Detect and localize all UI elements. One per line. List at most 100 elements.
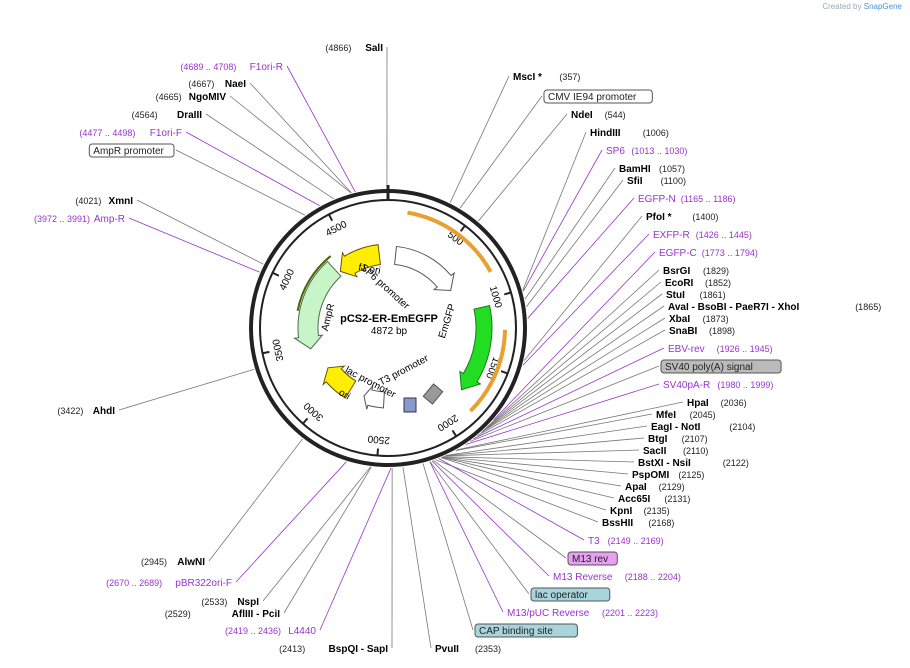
label-egfp-n: EGFP-N(1165 .. 1186) xyxy=(638,194,736,205)
label-pos: (4021) xyxy=(75,196,101,206)
sp6-promoter-arrow xyxy=(394,245,455,292)
leader-line xyxy=(446,425,648,456)
leader-line xyxy=(445,437,645,456)
label-pos: (4477 .. 4498) xyxy=(79,128,135,138)
credit-prefix: Created by xyxy=(822,2,862,11)
label-cap-binding-site: CAP binding site xyxy=(474,623,578,638)
label-text: CAP binding site xyxy=(479,626,553,637)
snapgene-logo: SnapGene xyxy=(863,2,902,11)
label-eagi-noti: EagI - NotI (2104) xyxy=(651,422,755,433)
label-name: pBR322ori-F xyxy=(175,578,232,589)
label-hpai: HpaI(2036) xyxy=(687,398,747,409)
label-bsshii: BssHII(2168) xyxy=(602,518,674,529)
label-pos: (2149 .. 2169) xyxy=(608,536,664,546)
label-name: HindIII xyxy=(590,128,621,139)
label-text: lac operator xyxy=(535,590,588,601)
label-lac-operator: lac operator xyxy=(530,587,611,602)
label-bspqi-sapi: BspQI - SapI(2413) xyxy=(279,644,388,655)
leader-line xyxy=(524,167,616,300)
leader-line xyxy=(483,281,662,431)
leader-lines xyxy=(118,46,684,649)
ruler-tick xyxy=(302,417,309,425)
ruler-label: 4000 xyxy=(278,267,298,292)
label-name: Amp-R xyxy=(94,214,125,225)
label-name: NspI xyxy=(237,597,259,608)
label-name: EagI - NotI xyxy=(651,422,701,433)
ruler-tick xyxy=(272,271,280,277)
label-name: EcoRI xyxy=(665,278,694,289)
label-ndei: NdeI(544) xyxy=(571,110,626,121)
label-pos: (2670 .. 2689) xyxy=(106,578,162,588)
label-pos: (2168) xyxy=(648,518,674,528)
label-btgi: BtgI(2107) xyxy=(648,434,708,445)
label-pspomi: PspOMI(2125) xyxy=(632,470,704,481)
label-pos: (2353) xyxy=(475,644,501,654)
label-name: ApaI xyxy=(625,482,647,493)
label-pos: (1829) xyxy=(703,266,729,276)
leader-line xyxy=(402,467,432,649)
label-name: BstXI - NsiI xyxy=(638,458,691,469)
label-pos: (544) xyxy=(605,110,626,120)
label-pos: (1100) xyxy=(661,176,686,186)
label-name: AlwNI xyxy=(177,557,205,568)
label-pos: (2107) xyxy=(682,434,708,444)
leader-line xyxy=(136,199,264,265)
leader-line xyxy=(438,458,585,541)
f1ori-arrow xyxy=(339,244,381,278)
site-labels: MscI *(357)CMV IE94 promoterNdeI(544)Hin… xyxy=(34,43,881,655)
label-pos: (2104) xyxy=(729,422,755,432)
label-name: AvaI - BsoBI - PaeR7I - XhoI xyxy=(668,302,800,313)
leader-line xyxy=(286,65,356,193)
ruler-label: 3000 xyxy=(302,399,326,422)
label-pos: (1865) xyxy=(855,302,881,312)
label-stui: StuI(1861) xyxy=(666,290,726,301)
label-pos: (1898) xyxy=(709,326,735,336)
label-pos: (4667) xyxy=(188,79,214,89)
label-l4440: L4440(2419 .. 2436) xyxy=(225,626,316,637)
leader-line xyxy=(459,95,543,209)
leader-line xyxy=(235,461,347,583)
label-box xyxy=(530,587,611,602)
label-name: AflIII - PciI xyxy=(232,609,281,620)
label-box xyxy=(543,89,653,104)
label-name: SfiI xyxy=(627,176,643,187)
leader-line xyxy=(465,383,660,445)
leader-line xyxy=(456,401,684,451)
label-pos: (2129) xyxy=(659,482,685,492)
leader-line xyxy=(442,456,629,475)
label-name: F1ori-F xyxy=(150,128,182,139)
label-hindiii: HindIII (1006) xyxy=(590,128,669,139)
label-name: BsrGI xyxy=(663,266,690,277)
leader-line xyxy=(262,466,371,602)
label-name: BamHI xyxy=(619,164,651,175)
leader-line xyxy=(249,82,352,194)
ruler-tick xyxy=(459,225,466,232)
label-pos: (2201 .. 2223) xyxy=(602,608,658,618)
label-naei: NaeI(4667) xyxy=(188,79,246,90)
label-name: M13 Reverse xyxy=(553,572,613,583)
leader-line xyxy=(445,449,640,457)
leader-line xyxy=(443,456,635,463)
label-pos: (3422) xyxy=(57,406,83,416)
label-pos: (1006) xyxy=(643,128,669,138)
leader-line xyxy=(128,217,260,273)
label-pos: (2110) xyxy=(683,446,708,456)
label-xmni: XmnI(4021) xyxy=(75,196,133,207)
label-pfoi: PfoI *(1400) xyxy=(646,212,718,223)
leader-line xyxy=(522,233,650,366)
label-name: M13/pUC Reverse xyxy=(507,608,590,619)
leader-line xyxy=(185,131,320,207)
label-pos: (3972 .. 3991) xyxy=(34,214,90,224)
orf-arc xyxy=(296,255,332,311)
label-pos: (2533) xyxy=(201,597,227,607)
label-box xyxy=(567,551,618,566)
label-bstxi-nsii: BstXI - NsiI(2122) xyxy=(638,458,749,469)
ruler-label: 2000 xyxy=(435,412,460,433)
leader-line xyxy=(422,463,474,631)
label-draiii: DraIII(4564) xyxy=(132,110,203,121)
label-name: MscI * xyxy=(513,72,542,83)
orf-arc xyxy=(407,210,493,273)
label-bsrgi: BsrGI (1829) xyxy=(663,266,729,277)
leader-line xyxy=(480,317,666,434)
label-pos: (1873) xyxy=(703,314,729,324)
